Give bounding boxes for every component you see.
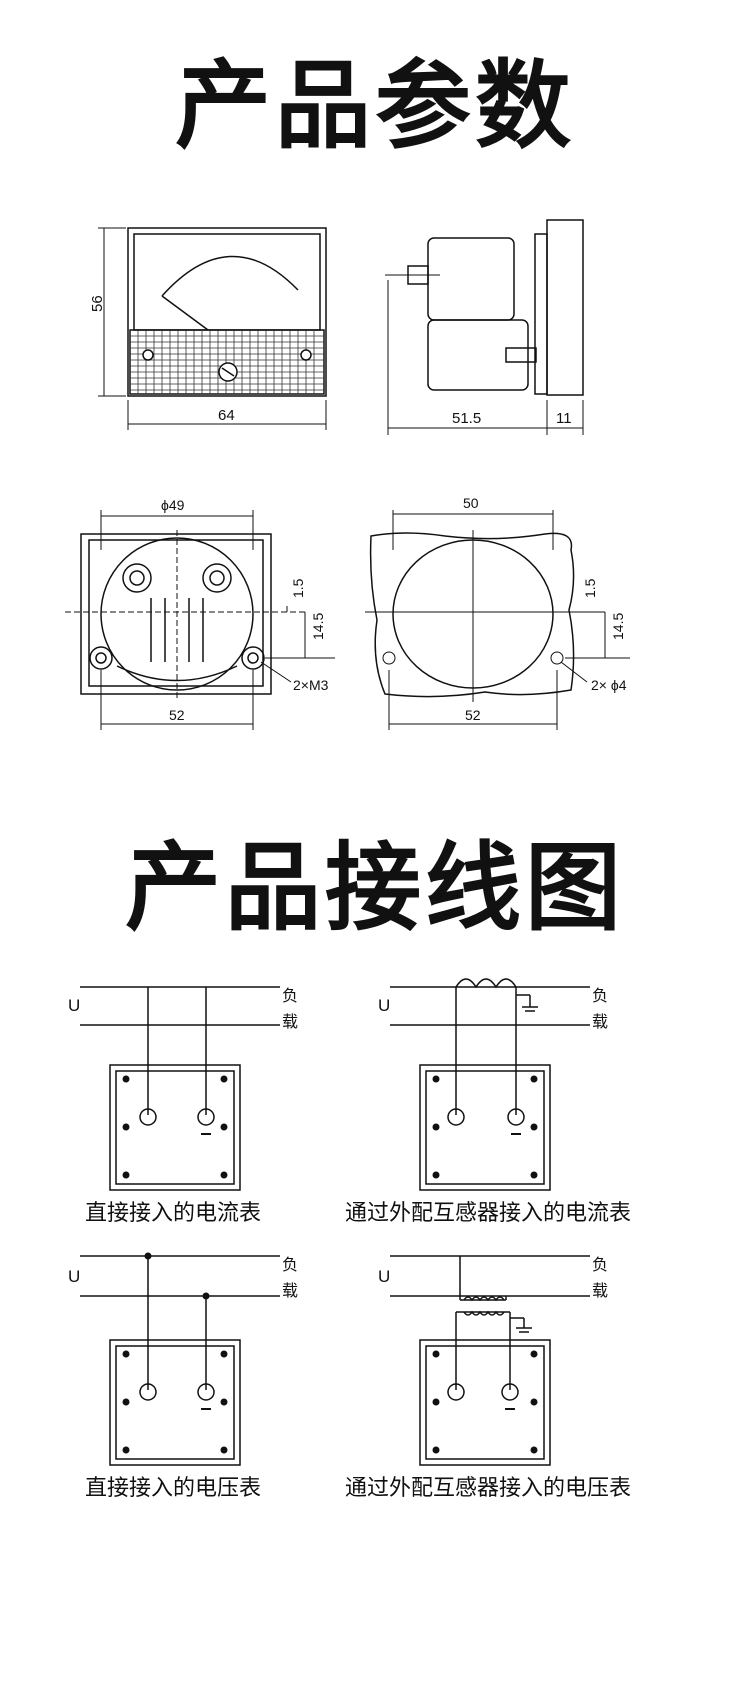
caption-ct-ammeter: 通过外配互感器接入的电流表 (345, 1201, 632, 1226)
cutout-b-dim: 14.5 (610, 613, 626, 640)
u-label-3: U (68, 1267, 80, 1286)
caption-pt-voltmeter: 通过外配互感器接入的电压表 (345, 1476, 632, 1501)
cutout-holes-dim: 52 (465, 707, 481, 723)
load-label-3a: 负 (282, 1256, 298, 1274)
mount-dia-dim: ϕ49 (161, 497, 185, 513)
mount-a-dim: 1.5 (290, 578, 306, 598)
front-view-drawing: 56 64 (89, 227, 327, 430)
load-label-4b: 载 (592, 1282, 608, 1300)
mount-view-drawing: ϕ49 1.5 14.5 52 2×M3 (65, 497, 335, 730)
wiring-pt-voltmeter: U 负 载 (378, 1255, 608, 1466)
mount-screw-label: 2×M3 (293, 677, 329, 693)
u-label-2: U (378, 996, 390, 1015)
u-label-4: U (378, 1267, 390, 1286)
load-label-4a: 负 (592, 1256, 608, 1274)
title-product-parameters: 产品参数 (175, 50, 575, 162)
side-flange-dim: 11 (556, 410, 572, 427)
cutout-dia-dim: 50 (463, 495, 479, 511)
front-height-dim: 56 (89, 295, 106, 312)
front-width-dim: 64 (218, 407, 235, 424)
cutout-view-drawing: 50 1.5 14.5 52 2× ϕ4 (365, 495, 630, 730)
caption-direct-voltmeter: 直接接入的电压表 (85, 1476, 262, 1501)
wiring-direct-ammeter: U 负 载 (68, 986, 298, 1191)
cutout-hole-label: 2× ϕ4 (591, 677, 627, 693)
load-label-2b: 载 (592, 1013, 608, 1031)
wiring-direct-voltmeter: U 负 载 (68, 1252, 298, 1466)
side-depth-dim: 51.5 (452, 410, 481, 427)
load-label-1b: 载 (282, 1013, 298, 1031)
load-label-2a: 负 (592, 987, 608, 1005)
side-view-drawing: 51.5 11 (385, 219, 584, 435)
wiring-ct-ammeter: U 负 载 (378, 978, 608, 1191)
u-label-1: U (68, 996, 80, 1015)
title-wiring-diagram: 产品接线图 (125, 832, 625, 944)
load-label-1a: 负 (282, 987, 298, 1005)
mount-b-dim: 14.5 (310, 613, 326, 640)
cutout-a-dim: 1.5 (582, 578, 598, 598)
caption-direct-ammeter: 直接接入的电流表 (85, 1201, 262, 1226)
mount-holes-dim: 52 (169, 707, 185, 723)
load-label-3b: 载 (282, 1282, 298, 1300)
